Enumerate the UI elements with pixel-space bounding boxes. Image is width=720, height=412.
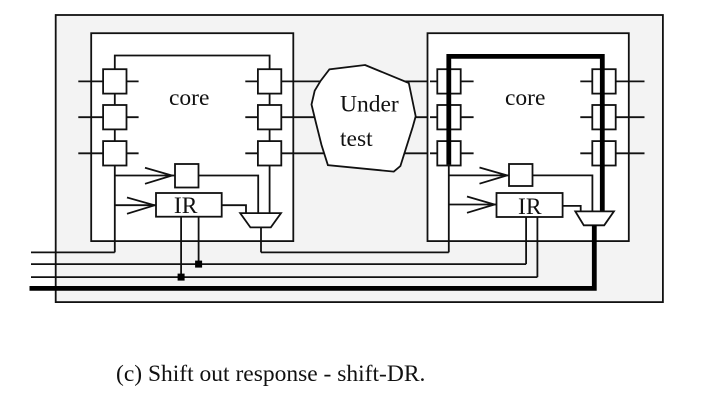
svg-text:(c) Shift out response - shift: (c) Shift out response - shift-DR.: [116, 361, 425, 387]
svg-text:test: test: [340, 126, 373, 152]
svg-text:core: core: [169, 85, 209, 111]
svg-text:IR: IR: [174, 193, 198, 219]
svg-text:Under: Under: [340, 91, 399, 117]
svg-text:IR: IR: [518, 194, 542, 220]
svg-text:core: core: [505, 85, 545, 111]
